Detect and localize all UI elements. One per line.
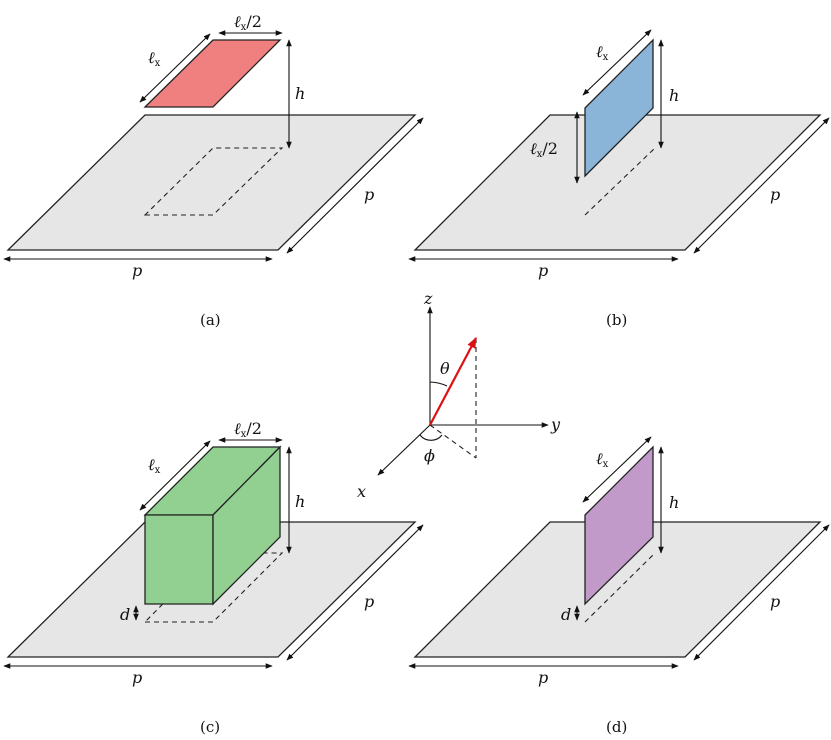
patch-a <box>143 39 282 108</box>
dim-lx-a <box>139 33 211 103</box>
label-p-right-c: p <box>364 592 374 611</box>
label-p-right-d: p <box>770 592 780 611</box>
label-p-right-a: p <box>364 185 374 204</box>
label-h-d: h <box>669 493 679 512</box>
label-z: z <box>423 289 433 308</box>
panel-b: ℓx h ℓx/2 p p (b) <box>408 29 830 329</box>
label-lx2-c: ℓx/2 <box>234 419 262 440</box>
dim-lx-b <box>582 29 652 96</box>
label-phi: ϕ <box>424 446 435 465</box>
label-h-b: h <box>669 86 679 105</box>
label-lx-a: ℓx <box>148 48 161 69</box>
label-p-right-b: p <box>770 185 780 204</box>
dim-lx-c <box>139 440 211 511</box>
patch-projection-a <box>143 147 284 216</box>
label-lx-b: ℓx <box>596 42 609 63</box>
dim-p-right-d <box>693 524 830 661</box>
block-front-c <box>144 514 214 605</box>
axis-x <box>377 424 431 476</box>
phi-arc <box>419 434 443 441</box>
label-h-a: h <box>295 84 305 103</box>
label-y: y <box>550 415 561 434</box>
caption-a: (a) <box>200 311 221 329</box>
label-lx-c: ℓx <box>148 455 161 476</box>
caption-b: (b) <box>606 311 627 329</box>
dim-p-right-a <box>286 117 424 254</box>
wall-projection-d <box>584 552 656 623</box>
label-theta: θ <box>440 359 450 378</box>
dim-p-right-c <box>286 524 424 661</box>
label-p-bottom-d: p <box>538 668 548 687</box>
label-lx2-a: ℓx/2 <box>234 12 262 33</box>
label-x: x <box>357 482 366 501</box>
ground-plate-a <box>6 114 417 251</box>
panel-a: ℓx ℓx/2 h p p (a) <box>3 12 424 329</box>
label-d-c: d <box>120 605 130 624</box>
panel-d: ℓx h d p p (d) <box>408 436 830 736</box>
coordinate-axes: z y x θ ϕ <box>357 289 561 501</box>
label-d-d: d <box>561 605 571 624</box>
dim-p-right-b <box>693 117 830 254</box>
wall-projection-b <box>584 147 656 216</box>
label-p-bottom-b: p <box>538 261 548 280</box>
theta-arc <box>429 381 448 387</box>
block-projection-c <box>143 552 284 623</box>
block-side-c <box>212 445 281 606</box>
label-h-c: h <box>295 492 305 511</box>
vector-projection-ground <box>429 424 477 459</box>
label-p-bottom-c: p <box>132 668 142 687</box>
panel-c: ℓx ℓx/2 h d p p (c) <box>3 419 424 736</box>
dim-lx-d <box>582 436 652 503</box>
direction-vector <box>429 337 477 426</box>
label-lx-d: ℓx <box>596 449 609 470</box>
label-lx2-b: ℓx/2 <box>530 139 558 160</box>
label-p-bottom-a: p <box>132 261 142 280</box>
caption-d: (d) <box>606 718 627 736</box>
caption-c: (c) <box>200 718 220 736</box>
